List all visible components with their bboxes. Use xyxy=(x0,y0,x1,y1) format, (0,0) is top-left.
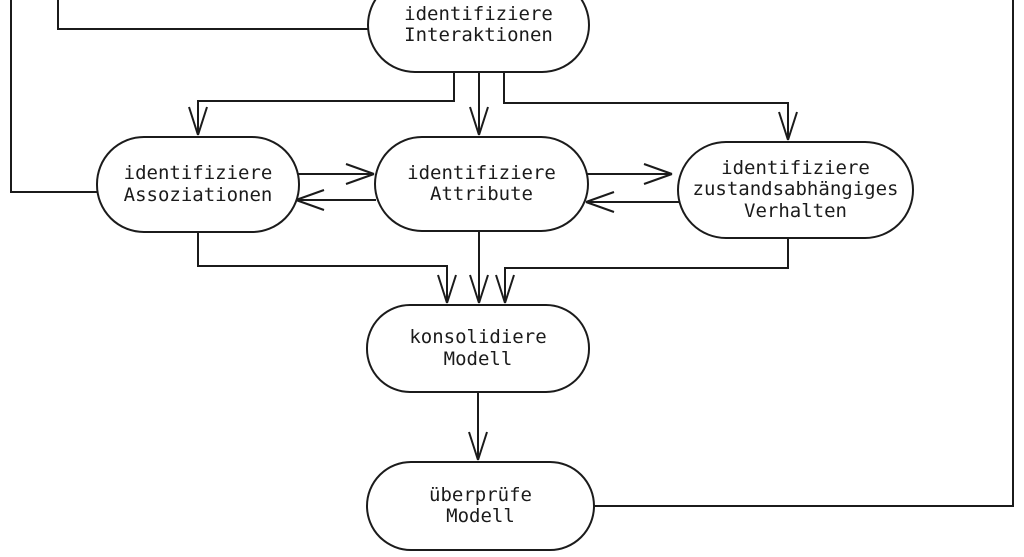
edge-interaktionen-to-attribute xyxy=(469,73,489,136)
node-label-interaktionen: identifiziere Interaktionen xyxy=(404,2,553,46)
arrowhead-down xyxy=(468,431,488,461)
edge-verhalten-to-konsolidiere xyxy=(495,238,789,304)
edge-attribute-to-konsolidiere xyxy=(469,231,489,304)
node-label-ueberpruefe: überprüfe Modell xyxy=(429,483,532,527)
edge-feedback-left-to-interaktionen xyxy=(57,0,382,30)
arrowhead-left xyxy=(585,191,615,213)
edge-attribute-to-assoziationen xyxy=(295,189,376,211)
node-identifiziere-assoziationen: identifiziere Assoziationen xyxy=(96,136,300,233)
arrowhead-down xyxy=(188,106,208,136)
node-label-verhalten: identifiziere zustandsabhängiges Verhalt… xyxy=(692,156,899,222)
edge-interaktionen-to-verhalten xyxy=(503,73,798,141)
arrowhead-down xyxy=(778,111,798,141)
node-label-attribute: identifiziere Attribute xyxy=(407,161,556,205)
arrowhead-down xyxy=(437,274,457,304)
node-ueberpruefe-modell: überprüfe Modell xyxy=(366,461,595,551)
edge-ueberpruefe-feedback-right xyxy=(592,0,1014,507)
arrowhead-down xyxy=(469,106,489,136)
edge-assoziationen-to-attribute xyxy=(298,163,375,185)
edge-attribute-to-verhalten xyxy=(586,163,673,185)
arrowhead-right xyxy=(643,163,673,185)
edge-interaktionen-to-assoziationen xyxy=(188,73,455,136)
node-identifiziere-attribute: identifiziere Attribute xyxy=(374,136,589,232)
edge-konsolidiere-to-ueberpruefe xyxy=(468,392,488,461)
node-label-assoziationen: identifiziere Assoziationen xyxy=(123,162,273,206)
arrowhead-right xyxy=(345,163,375,185)
arrowhead-left xyxy=(295,189,325,211)
edge-verhalten-to-attribute xyxy=(585,191,679,213)
arrowhead-down xyxy=(495,274,515,304)
node-identifiziere-zustandsabhaengiges-verhalten: identifiziere zustandsabhängiges Verhalt… xyxy=(677,141,914,239)
node-identifiziere-interaktionen: identifiziere Interaktionen xyxy=(367,0,590,73)
edge-assoziationen-to-konsolidiere xyxy=(197,232,457,304)
node-label-konsolidiere: konsolidiere Modell xyxy=(409,326,547,370)
arrowhead-down xyxy=(469,274,489,304)
node-konsolidiere-modell: konsolidiere Modell xyxy=(366,304,590,393)
edge-feedback-left-to-assoziationen xyxy=(10,0,104,193)
